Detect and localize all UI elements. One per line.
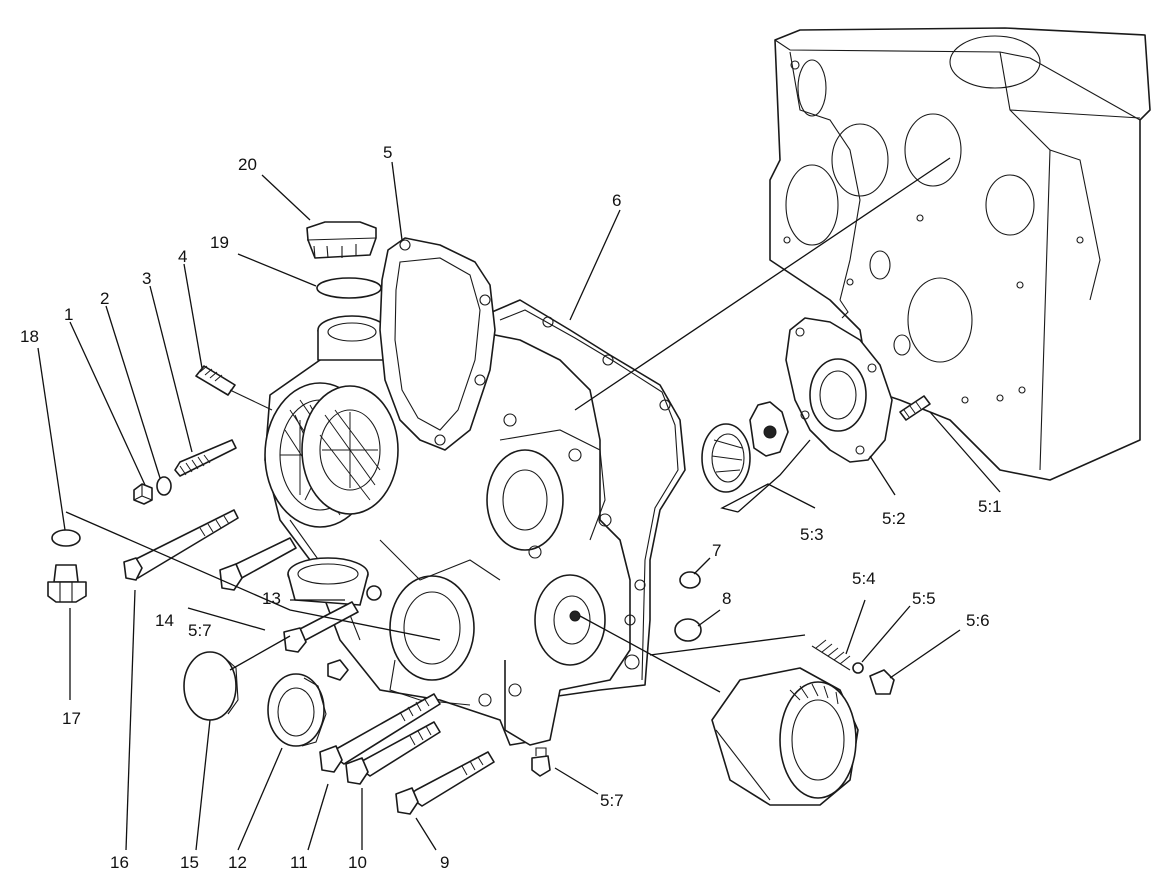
- part-5-7-plug-lower: [531, 747, 551, 777]
- part-5-7-plug-upper: [327, 659, 349, 681]
- part-4-stud: [195, 365, 273, 411]
- part-2-washer: [156, 476, 172, 496]
- label-18: 18: [20, 327, 39, 346]
- part-8-o-ring: [674, 618, 702, 642]
- part-5-3-rotor-set: [701, 401, 789, 493]
- label-5-5: 5:5: [912, 589, 936, 608]
- label-7: 7: [712, 541, 721, 560]
- timing-cover-housing: [264, 237, 686, 746]
- part-bolt-lower-left: [283, 601, 359, 653]
- label-13: 13: [262, 589, 281, 608]
- label-5-6: 5:6: [966, 611, 990, 630]
- leader-lines: [37, 157, 1001, 851]
- label-1: 1: [64, 305, 73, 324]
- label-5-3: 5:3: [800, 525, 824, 544]
- part-5-5-ball: [852, 662, 864, 674]
- label-11: 11: [290, 853, 308, 872]
- label-12: 12: [228, 853, 247, 872]
- label-16: 16: [110, 853, 129, 872]
- label-6: 6: [612, 191, 621, 210]
- part-7-o-ring: [679, 571, 701, 589]
- part-5-1-screw: [899, 395, 931, 421]
- part-19-o-ring: [316, 277, 382, 299]
- label-5-7-upper: 5:7: [188, 621, 212, 640]
- engine-block: [769, 27, 1151, 481]
- part-17-drain-plug: [47, 564, 87, 603]
- label-5-1: 5:1: [978, 497, 1002, 516]
- label-17: 17: [62, 709, 81, 728]
- part-18-washer: [51, 529, 81, 547]
- label-20: 20: [238, 155, 257, 174]
- label-5-4: 5:4: [852, 569, 876, 588]
- part-5-2-pump-body: [785, 317, 893, 463]
- part-13-housing-cup: [287, 557, 382, 606]
- label-8: 8: [722, 589, 731, 608]
- oil-filter: [711, 667, 859, 806]
- part-5-4-spring: [811, 639, 851, 671]
- part-10-bolt: [345, 721, 441, 785]
- label-4: 4: [178, 247, 187, 266]
- part-20-filler-cap: [306, 221, 377, 259]
- part-14-bolt: [219, 537, 297, 591]
- part-5-6-plug: [869, 669, 895, 695]
- part-3-stud: [174, 439, 237, 477]
- part-12-oil-seal: [267, 673, 327, 747]
- label-14: 14: [155, 611, 174, 630]
- part-9-bolt: [395, 751, 495, 815]
- callout-labels: 1 2 3 4 5 6 7 8 9 10 11 12 13 14 15 16 1…: [20, 143, 1002, 872]
- label-5-7-lower: 5:7: [600, 791, 624, 810]
- part-15-cover-plug: [183, 651, 239, 721]
- part-16-long-bolt: [123, 509, 239, 581]
- label-5: 5: [383, 143, 392, 162]
- label-2: 2: [100, 289, 109, 308]
- label-5-2: 5:2: [882, 509, 906, 528]
- label-19: 19: [210, 233, 229, 252]
- part-11-bolt: [319, 693, 441, 773]
- label-15: 15: [180, 853, 199, 872]
- label-9: 9: [440, 853, 449, 872]
- part-1-nut: [133, 483, 153, 505]
- label-10: 10: [348, 853, 367, 872]
- label-3: 3: [142, 269, 151, 288]
